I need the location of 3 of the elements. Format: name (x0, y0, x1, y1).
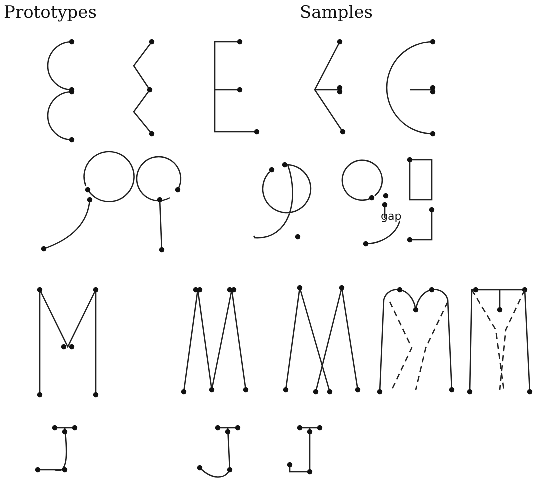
column-heading: Prototypes (4, 3, 97, 23)
column-heading: Samples (300, 3, 374, 23)
annotation-text: gap (381, 210, 402, 223)
